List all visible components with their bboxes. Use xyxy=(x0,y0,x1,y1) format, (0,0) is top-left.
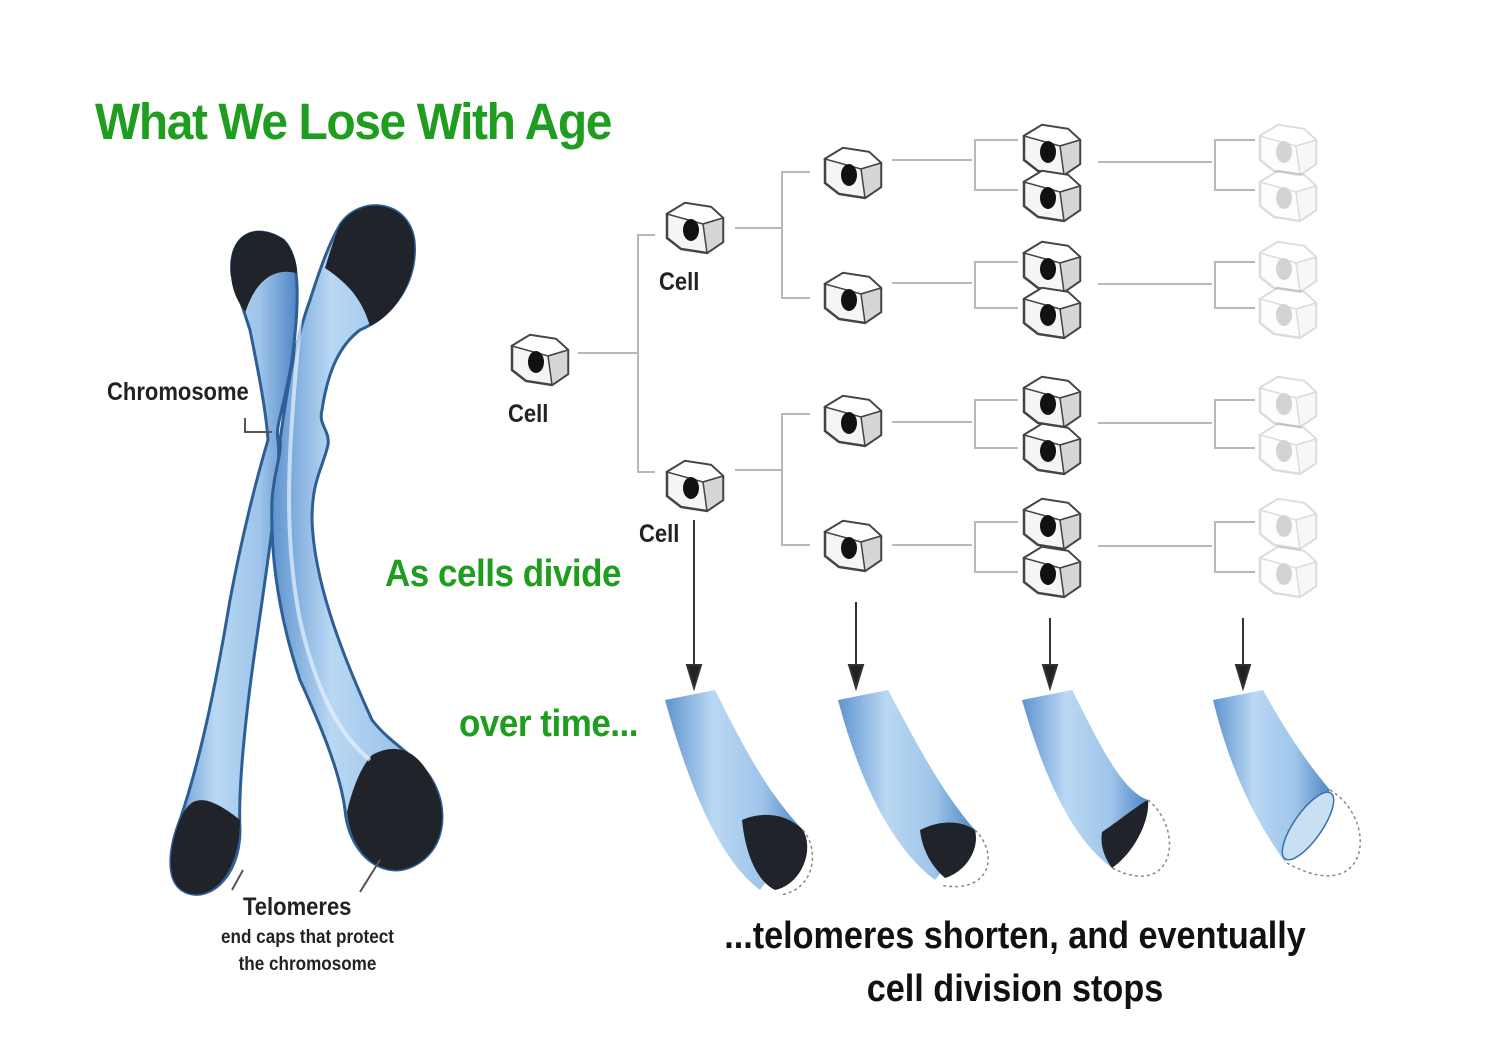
telomere-segment-4 xyxy=(1213,690,1361,877)
down-arrows xyxy=(685,520,1252,692)
cell-gen3-group xyxy=(1022,123,1082,599)
caption-line1: ...telomeres shorten, and eventually xyxy=(724,915,1306,957)
caption-line2: cell division stops xyxy=(866,968,1164,1010)
cell-gen2-4 xyxy=(823,519,883,573)
cell-lower-label: Cell xyxy=(639,520,680,548)
cell-root-label: Cell xyxy=(508,400,549,428)
telomeres-description-line2: the chromosome xyxy=(238,954,377,975)
cell-root xyxy=(510,333,570,387)
page-title: What We Lose With Age xyxy=(95,93,612,150)
cell-gen1-upper xyxy=(665,201,725,255)
telomere-leader-line-right xyxy=(359,859,381,893)
cell-gen2-3 xyxy=(823,394,883,448)
division-tree-lines xyxy=(578,139,1255,573)
telomere-leader-line-left xyxy=(231,869,244,891)
as-cells-divide-label: As cells divide xyxy=(385,553,621,595)
cell-upper-label: Cell xyxy=(659,268,700,296)
chromosome-label: Chromosome xyxy=(107,378,249,406)
over-time-label: over time... xyxy=(459,703,639,745)
cell-gen2-1 xyxy=(823,146,883,200)
telomere-segment-2 xyxy=(838,690,989,888)
telomeres-label: Telomeres xyxy=(243,893,352,921)
chromosome-leader-line xyxy=(244,418,272,433)
cell-gen2-2 xyxy=(823,271,883,325)
cell-gen1-lower xyxy=(665,459,725,513)
cell-gen4-faded-group xyxy=(1260,125,1316,597)
chromosome-illustration xyxy=(169,204,444,896)
telomeres-description-line1: end caps that protect xyxy=(221,927,394,948)
telomere-segment-1 xyxy=(665,690,814,896)
telomere-segment-3 xyxy=(1022,690,1171,877)
